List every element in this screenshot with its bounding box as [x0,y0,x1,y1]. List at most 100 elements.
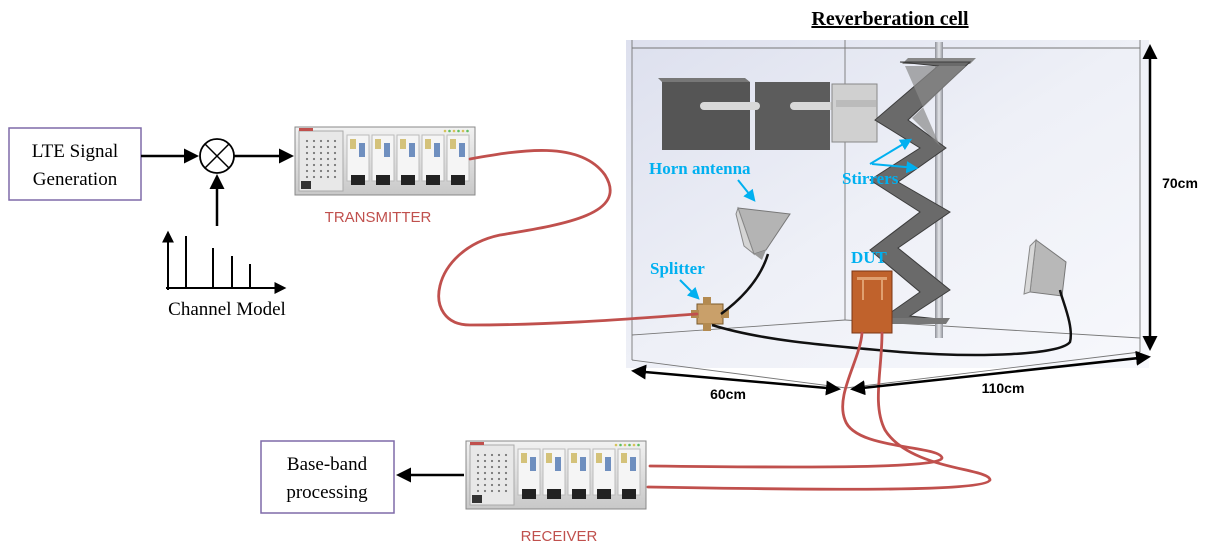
status-led [457,129,460,133]
module-indicator [630,457,636,471]
vent-hole [319,145,323,149]
status-led [637,443,640,447]
brand-mark [470,442,484,445]
module-connector [521,453,527,463]
module-indicator [555,457,561,471]
vent-hole [305,169,309,173]
stirrers [869,42,976,338]
vent-hole [319,169,323,173]
vent-hole [326,157,330,161]
multiplier-circle-icon [199,138,235,174]
module-connector [546,453,552,463]
vent-hole [497,453,501,457]
vent-hole [483,483,487,487]
vent-hole [497,471,501,475]
status-led [448,129,451,133]
module-indicator [384,143,390,157]
vent-hole [476,459,480,463]
controller-port [472,495,482,503]
depth-label: 110cm [982,380,1025,396]
module-connector [400,139,406,149]
vent-hole [476,483,480,487]
vent-hole [333,163,337,167]
vent-hole [476,477,480,481]
vent-hole [326,175,330,179]
module-indicator [530,457,536,471]
vent-hole [312,169,316,173]
status-led [466,129,469,133]
baseband-processing-block: Base-band processing [260,440,395,514]
module-indicator [459,143,465,157]
module-indicator [580,457,586,471]
vent-hole [490,471,494,475]
vent-hole [490,483,494,487]
vent-hole [326,169,330,173]
module-port [426,175,440,185]
horn-mount-rail [658,78,878,150]
vent-hole [490,477,494,481]
status-led [632,443,636,447]
status-led [623,443,627,447]
dimension-height: 70cm [1142,44,1198,351]
receiver-instrument [465,440,647,510]
vent-hole [476,465,480,469]
vent-hole [305,151,309,155]
stirrers-annotation-arrow-1 [869,138,913,165]
module-connector [425,139,431,149]
splitter-annotation-arrow [679,279,700,300]
vent-hole [312,157,316,161]
receiver-label: RECEIVER [521,528,598,545]
vent-hole [504,465,508,469]
vent-hole [326,151,330,155]
transmitter-instrument [294,126,476,196]
vent-hole [305,157,309,161]
module-connector [350,139,356,149]
dimension-width: 60cm [631,364,841,402]
vent-hole [305,163,309,167]
vent-hole [497,489,501,493]
vent-hole [497,477,501,481]
vent-hole [497,483,501,487]
vent-hole [476,471,480,475]
horn-antenna-left [735,206,791,260]
vent-hole [319,139,323,143]
lte-signal-label-line2: Generation [33,169,118,190]
vent-hole [483,459,487,463]
lte-signal-label-line1: LTE Signal [32,141,118,162]
channel-model-label: Channel Model [168,299,286,320]
vent-hole [504,459,508,463]
vent-hole [483,453,487,457]
dut-to-receiver-cable-2 [646,331,992,491]
module-indicator [409,143,415,157]
baseband-label-line1: Base-band [287,454,368,475]
vent-hole [326,163,330,167]
vent-hole [483,471,487,475]
vent-hole [319,175,323,179]
transmitter-label: TRANSMITTER [325,209,432,226]
brand-mark [299,128,313,131]
vent-hole [305,139,309,143]
vent-hole [333,139,337,143]
module-port [597,489,611,499]
vent-hole [504,489,508,493]
stirrers-annotation-arrow-2 [871,161,919,174]
vent-hole [497,459,501,463]
vent-hole [333,157,337,161]
vent-hole [490,453,494,457]
vent-hole [504,483,508,487]
impulse-response-icon [162,230,287,294]
module-port [572,489,586,499]
status-led [461,129,465,133]
height-label: 70cm [1162,175,1198,191]
module-port [376,175,390,185]
status-led [628,443,631,447]
vent-hole [305,145,309,149]
vent-hole [333,169,337,173]
module-port [451,175,465,185]
vent-hole [326,139,330,143]
vent-hole [333,145,337,149]
status-led [614,443,618,447]
vent-hole [483,477,487,481]
module-connector [375,139,381,149]
vent-hole [504,477,508,481]
